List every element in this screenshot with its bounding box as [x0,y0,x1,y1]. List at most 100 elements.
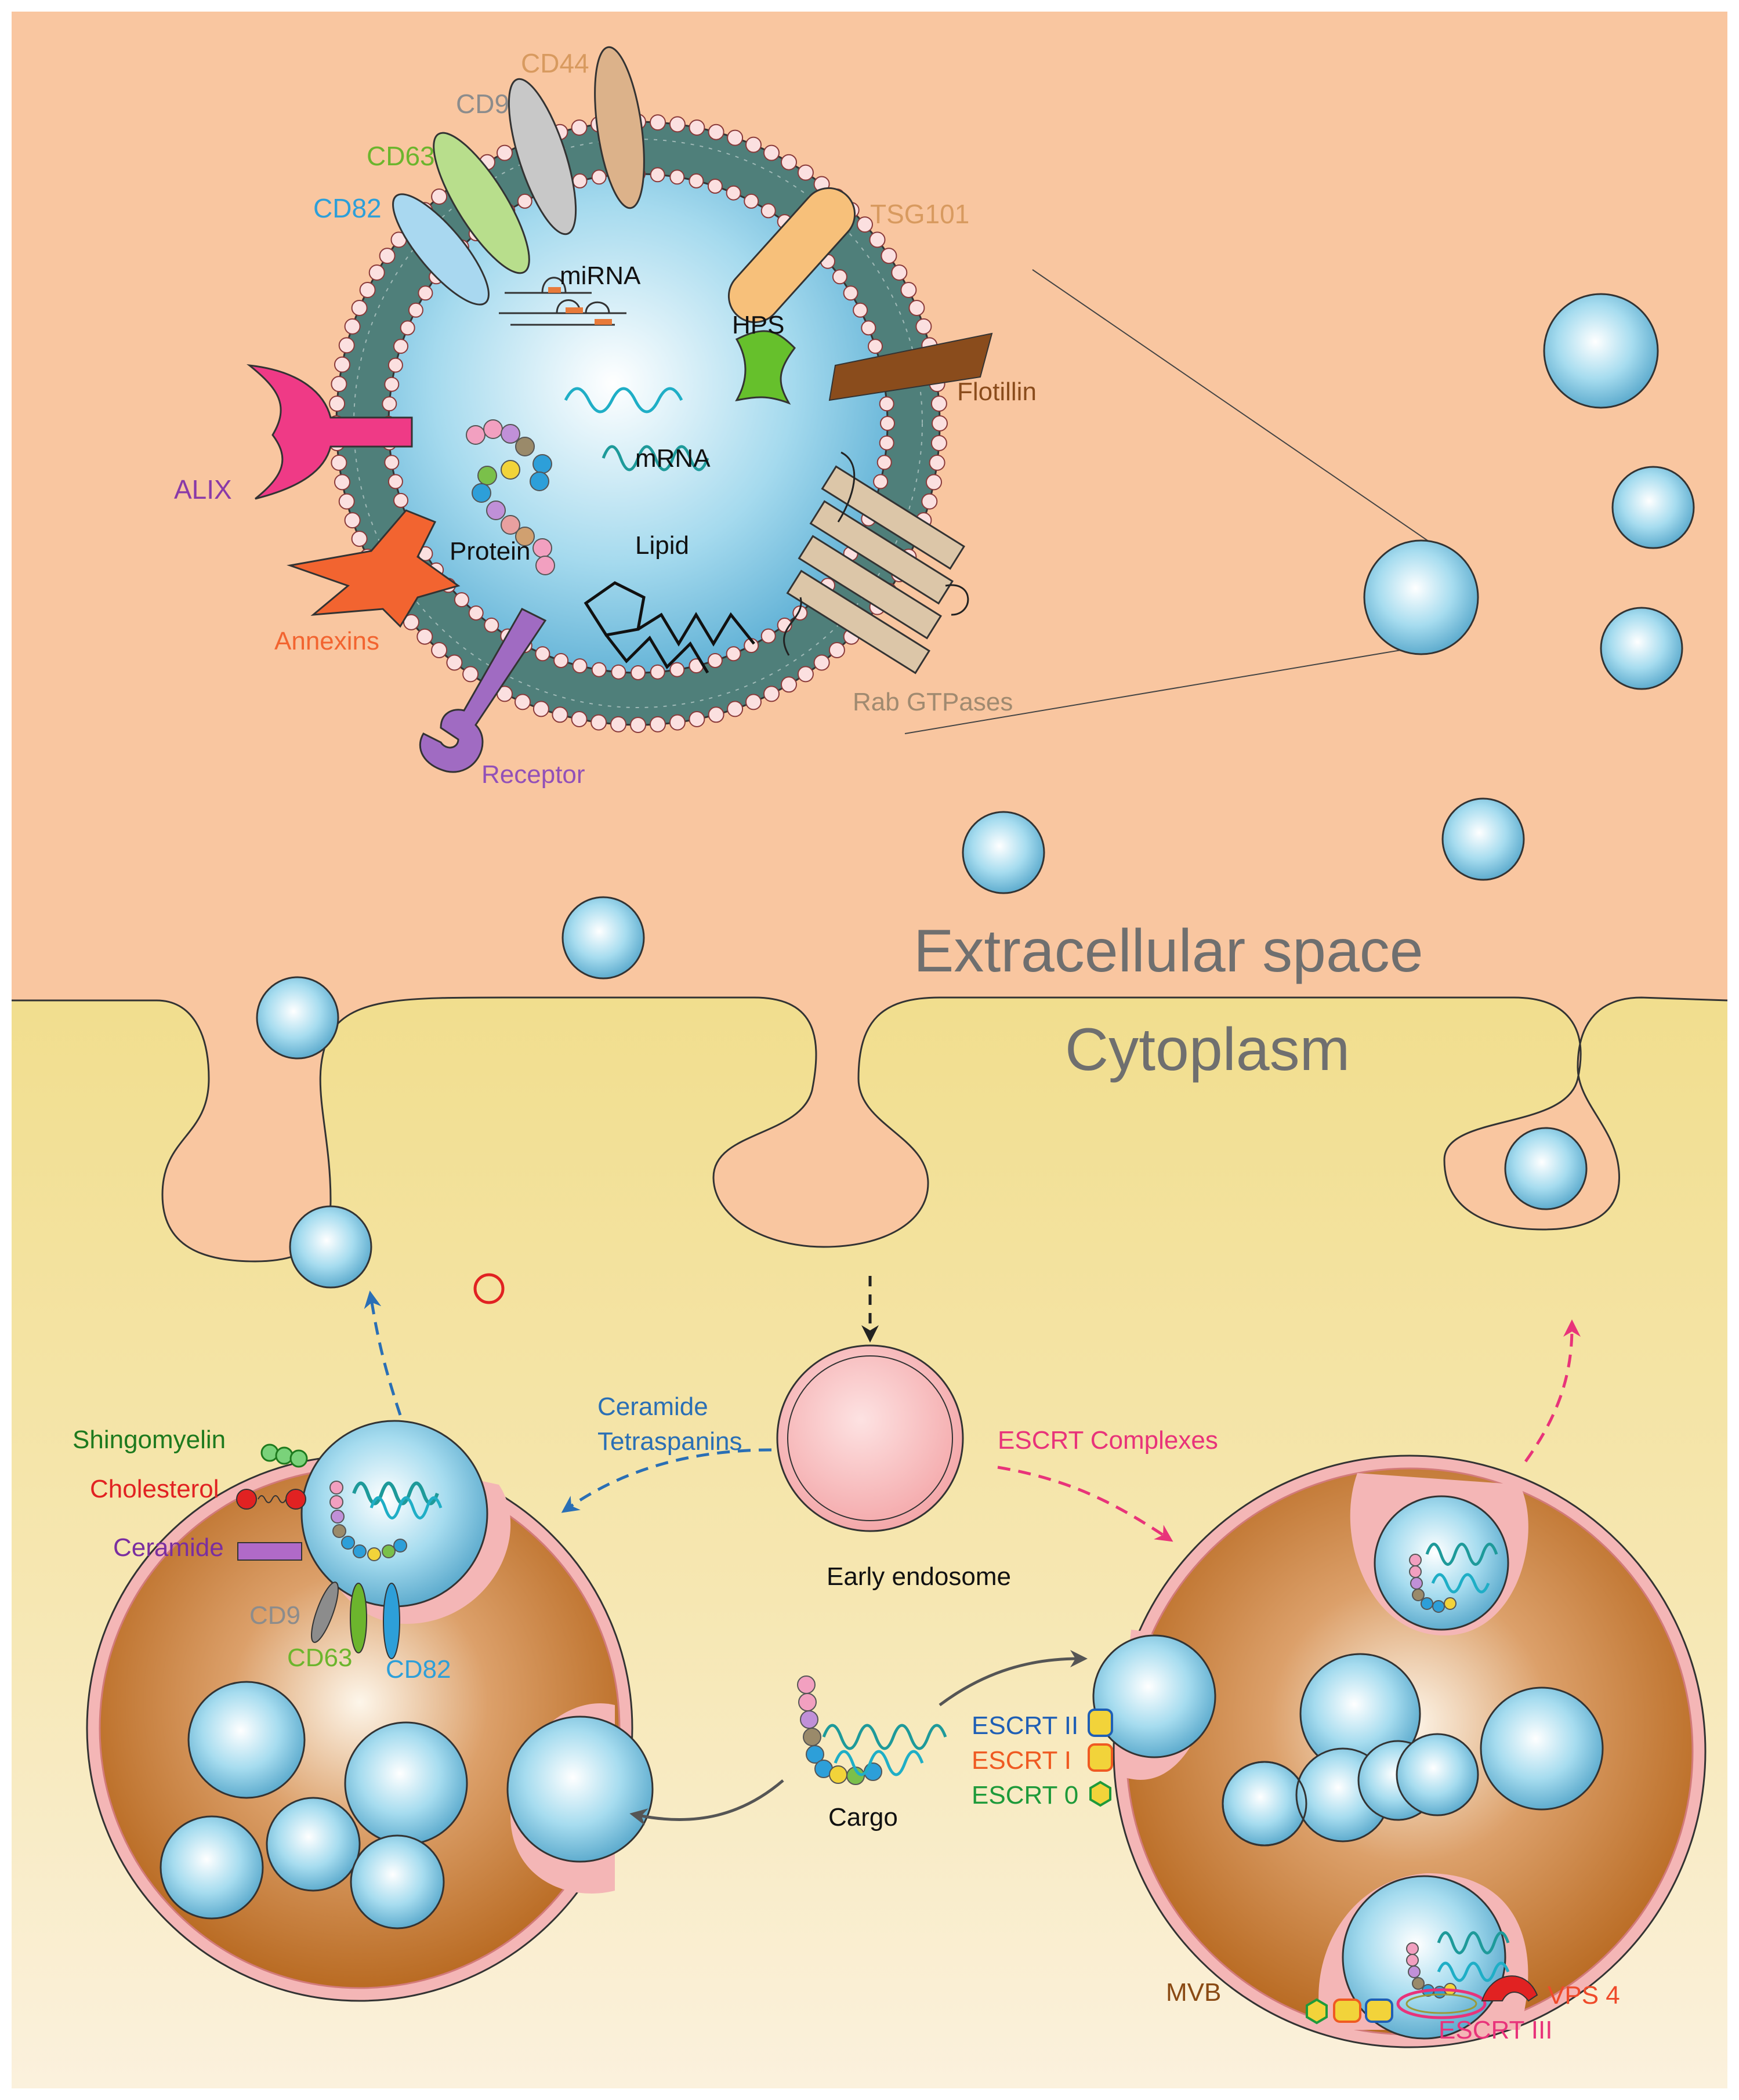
escrt1-icon [1333,1999,1361,2023]
lipid-head [553,653,569,668]
lipid-head [760,203,776,219]
lipid-head [338,493,355,510]
escrt3-ring-icon [1396,1988,1487,2019]
protein-bead [806,1745,824,1764]
escrt1-icon [1088,1743,1113,1772]
protein-bead-chain [1409,1554,1457,1613]
lipid-head [669,169,685,185]
lipid-head [497,144,513,161]
mrna-strand [564,387,683,414]
protein-bead [798,1693,817,1711]
lipid-head [932,415,948,431]
exosome [289,1205,372,1289]
lipid-head [368,264,385,281]
lipid-head [763,686,780,702]
exosome [1611,466,1695,549]
rab-gtpase-marker [783,451,969,674]
right-secretion-arrow [1524,1319,1581,1463]
lipid-head [572,658,588,674]
lipid-head [832,269,847,285]
lipid-head [359,282,376,298]
intraluminal-vesicle [1222,1761,1307,1847]
lipid-head [468,605,484,621]
shingomyelin-icon [260,1443,308,1468]
protein-bead [329,1481,343,1495]
lipid-head [382,396,397,412]
free-exosomes [256,293,1695,1289]
annexins-marker [287,509,461,628]
escrt2-icon [1365,1999,1393,2023]
fusing-vesicle [1092,1634,1216,1758]
lipid-head [590,714,607,731]
mrna-strand [1425,1543,1498,1566]
early-endosome-label: Early endosome [827,1562,1011,1591]
exosome [1363,539,1479,655]
lipid-head [881,248,897,264]
flotillin-marker [828,332,993,401]
plasma-membrane-outline [12,996,1728,1263]
lipid-head [763,144,780,161]
protein-bead [501,515,520,535]
cd44-label: CD44 [521,48,589,78]
lipid-head [400,320,415,336]
lipid-head [879,396,894,412]
cd44-marker [594,46,645,209]
lipid-head [630,717,646,733]
protein-bead [800,1710,818,1729]
protein-bead [535,556,555,575]
exosome [256,976,339,1060]
budding-vesicle [1342,1875,1506,2040]
lipid-head [926,474,942,491]
cd63-marker [350,1583,367,1653]
mrna-strand [352,1481,439,1506]
lipid-head [344,512,361,529]
intraluminal-vesicle [1480,1686,1604,1811]
intraluminal-vesicle [1374,1495,1509,1631]
lipid-head [930,396,947,412]
lipid-head [650,167,665,183]
tetraspanin-pathway-arrow [561,1448,772,1513]
cargo-label: Cargo [828,1803,898,1831]
lipid-head [781,676,797,693]
lipid-head [727,129,744,146]
mrna-strand [1437,1931,1510,1954]
lipid-label: Lipid [635,531,689,560]
lipid-head [650,716,666,732]
lipid-head [689,173,704,188]
hps-label: HPS [732,311,784,339]
left-mvb [86,1420,654,2002]
protein-bead [1408,1965,1421,1978]
lipid-head [650,114,666,131]
lipid-head [331,376,347,393]
protein-bead [1410,1577,1423,1590]
protein-bead [332,1524,346,1538]
lipid-head [930,435,947,451]
lipid-head [876,455,892,470]
lipid-head [669,116,686,133]
intraluminal-vesicle [187,1681,306,1799]
cd9-marker [311,1582,339,1643]
escrt0-icon [1306,1998,1328,2025]
lipid-head [868,339,883,354]
lipid-head [418,285,433,301]
lipid-head [408,302,423,318]
cd9-label: CD9 [456,89,509,119]
lipid-head [797,666,814,683]
mrna-strand [602,445,709,471]
lipid-head [610,716,626,732]
lipid-head [843,285,858,301]
cd9-marker [508,78,577,235]
lipid-head [462,666,479,683]
lipid-head [484,617,499,633]
escrt-pathway-arrow [997,1466,1173,1542]
exosome [1504,1127,1588,1210]
protein-bead [329,1495,343,1509]
receptor-marker [419,608,547,773]
protein-bead-chain [466,419,555,575]
lipid-head [431,188,448,205]
mirna-label: miRNA [560,262,641,290]
lipid-head [571,119,588,136]
mirna-strands [499,277,626,326]
protein-bead [532,454,552,474]
shingomyelin-label: Shingomyelin [73,1426,226,1454]
